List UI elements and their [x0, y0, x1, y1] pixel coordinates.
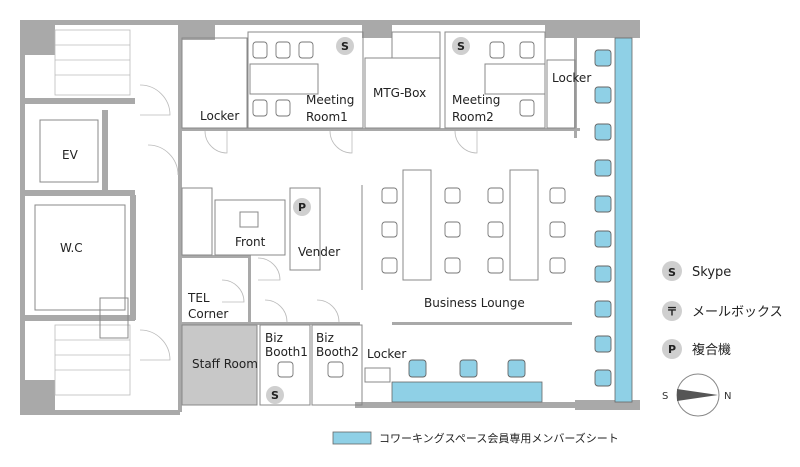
legend-mailbox: メールボックス	[692, 305, 783, 320]
member-seat	[594, 369, 612, 387]
shaft	[99, 297, 129, 339]
svg-text:〒: 〒	[667, 305, 678, 318]
label-vender: Vender	[298, 245, 340, 259]
skype-icon: S	[266, 386, 284, 404]
elevator	[39, 119, 99, 183]
member-seat	[594, 265, 612, 283]
lounge-chair	[381, 257, 398, 274]
biz-booth2	[311, 324, 363, 406]
label-locker-left: Locker	[200, 109, 239, 123]
label-tel-corner: Corner	[188, 307, 228, 321]
members-seats	[408, 49, 612, 387]
lounge-chair	[549, 257, 566, 274]
lounge-chair	[487, 257, 504, 274]
svg-text:P: P	[298, 201, 306, 214]
biz-booth1	[259, 324, 311, 406]
lounge-chair	[381, 187, 398, 204]
lounge-chair	[549, 187, 566, 204]
member-seat	[594, 86, 612, 104]
lounge-chair	[444, 187, 461, 204]
skype-icon: S	[452, 37, 470, 55]
legend-members-seat: コワーキングスペース会員専用メンバーズシート	[379, 431, 619, 445]
members-seat-swatch	[332, 431, 372, 445]
label-meeting-room1: Meeting	[306, 93, 354, 107]
legend: S Skype 〒 メールボックス P 複合機 S N コワーキングスペース会員…	[332, 261, 783, 445]
member-seat	[594, 159, 612, 177]
member-seat	[594, 230, 612, 248]
label-locker-bottom: Locker	[367, 347, 406, 361]
label-biz-booth1-2: Booth1	[265, 345, 308, 359]
members-counter-bottom	[391, 381, 543, 403]
member-seat	[594, 195, 612, 213]
label-biz-booth2-2: Booth2	[316, 345, 359, 359]
lounge-chair	[381, 221, 398, 238]
svg-text:S: S	[662, 391, 668, 402]
printer-icon: P	[662, 339, 682, 359]
door-swings	[204, 130, 478, 323]
members-counter	[614, 37, 633, 403]
label-meeting-room2-2: Room2	[452, 110, 494, 124]
label-locker-right: Locker	[552, 71, 591, 85]
lounge-chair	[444, 257, 461, 274]
meeting-chairs	[252, 41, 535, 117]
legend-printer: 複合機	[692, 342, 731, 358]
member-seat	[507, 359, 526, 378]
lounge-chair	[487, 221, 504, 238]
member-seat	[594, 300, 612, 318]
svg-text:S: S	[457, 40, 465, 53]
mailbox-icon: 〒	[662, 301, 682, 321]
front-area	[181, 185, 363, 290]
wc-room	[34, 204, 126, 311]
member-seat	[594, 335, 612, 353]
label-front: Front	[235, 235, 266, 249]
staff-room	[181, 324, 258, 406]
skype-icon: S	[662, 261, 682, 281]
svg-text:P: P	[668, 343, 676, 356]
compass-icon: S N	[662, 373, 731, 417]
svg-text:S: S	[341, 40, 349, 53]
member-seat	[594, 49, 612, 67]
label-business-lounge: Business Lounge	[424, 296, 525, 310]
label-meeting-room2: Meeting	[452, 93, 500, 107]
label-meeting-room1-2: Room1	[306, 110, 348, 124]
label-biz-booth2: Biz	[316, 331, 334, 345]
locker-bottom	[364, 367, 391, 383]
label-biz-booth1: Biz	[265, 331, 283, 345]
printer-icon: P	[293, 198, 311, 216]
lounge-chair	[444, 221, 461, 238]
legend-skype: Skype	[692, 265, 731, 280]
label-staff-room: Staff Room	[192, 357, 258, 371]
member-seat	[459, 359, 478, 378]
top-rooms	[181, 31, 576, 129]
lounge-chair	[549, 221, 566, 238]
label-tel: TEL	[187, 291, 210, 305]
skype-icon: S	[336, 37, 354, 55]
label-mtg-box: MTG-Box	[373, 86, 426, 100]
member-seat	[408, 359, 427, 378]
lounge-furniture	[381, 169, 566, 281]
svg-text:S: S	[271, 389, 279, 402]
stairs	[54, 29, 179, 396]
lounge-chair	[487, 187, 504, 204]
label-wc: W.C	[60, 241, 83, 255]
svg-text:N: N	[724, 391, 731, 402]
walls	[20, 20, 640, 415]
member-seat	[594, 123, 612, 141]
svg-text:S: S	[668, 266, 676, 279]
label-ev: EV	[62, 148, 79, 162]
